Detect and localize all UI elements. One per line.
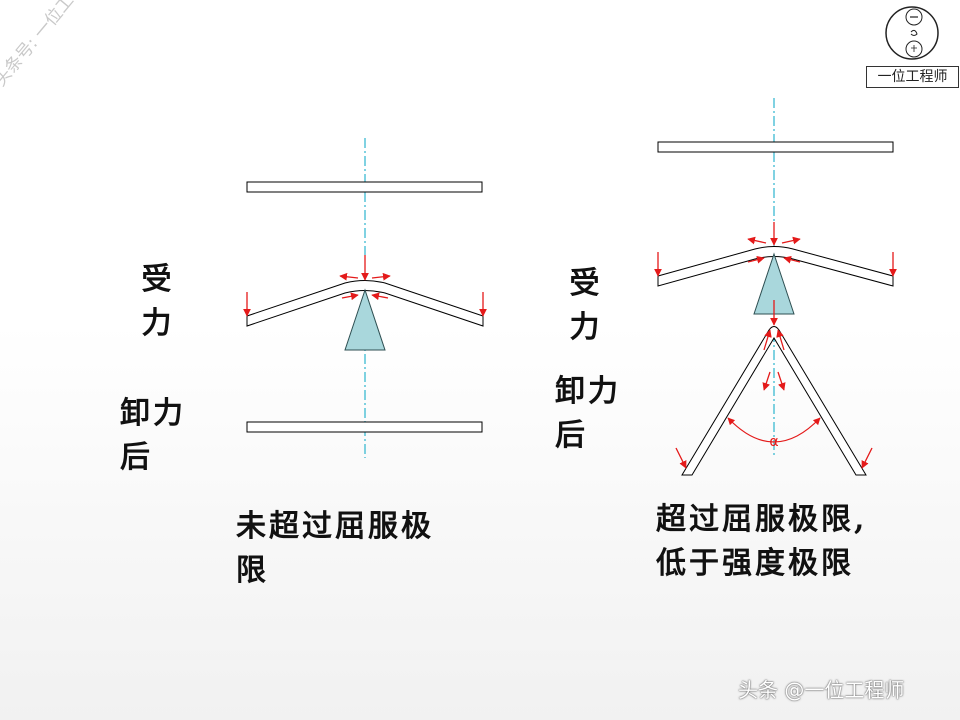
left-loaded-label: 受 力: [141, 262, 175, 341]
right-plate-initial: [657, 141, 894, 153]
left-caption: 未超过屈服极 限: [236, 509, 434, 588]
left-plate-after-unload: [246, 421, 483, 433]
left-plate-initial: [246, 181, 483, 193]
right-panel-drawing: α: [654, 98, 897, 476]
right-force-arrows-loaded: [654, 222, 897, 277]
left-panel-drawing: [243, 138, 487, 458]
logo-caption: 一位工程师: [866, 66, 959, 88]
angle-symbol: α: [769, 434, 778, 450]
right-loaded-label: 受 力: [569, 266, 603, 345]
angle-arc: [727, 417, 821, 443]
right-caption: 超过屈服极限, 低于强度极限: [656, 502, 868, 581]
left-force-arrows: [243, 255, 487, 317]
right-force-arrows-unloaded: [675, 300, 873, 469]
footer-attribution: 头条 @一位工程师: [738, 678, 905, 702]
right-plate-after-unload: [681, 326, 867, 476]
left-unloaded-label: 卸力 后: [120, 396, 186, 475]
left-support-triangle: [344, 288, 386, 351]
right-unloaded-label: 卸力 后: [555, 374, 621, 453]
logo-emblem: [885, 6, 939, 60]
